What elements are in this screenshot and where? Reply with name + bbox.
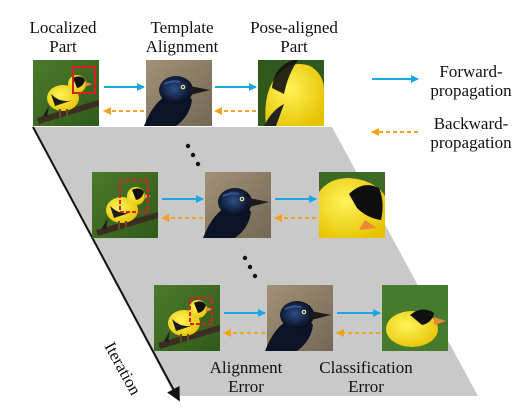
legend-backward-label: Backward-propagation (430, 114, 512, 152)
localization-box (72, 66, 96, 94)
row3-template-image (264, 284, 334, 352)
ellipsis-dots-lower (242, 255, 258, 279)
row1-pose-image (258, 60, 324, 126)
row2-localized-image (92, 172, 158, 238)
legend-forward-label: Forward-propagation (430, 62, 512, 100)
localization-box (119, 179, 149, 213)
row2-template-image (202, 171, 272, 239)
row3-localized-image (154, 285, 220, 351)
row1-localized-image (33, 60, 99, 126)
row1-template-image (143, 59, 213, 127)
iteration-axis-label: Iteration (101, 339, 146, 399)
iteration-panel (33, 127, 478, 396)
ellipsis-dots-upper (185, 143, 201, 167)
row3-pose-image (382, 285, 448, 351)
iteration-axis-arrow (32, 126, 180, 402)
row2-pose-image (319, 172, 385, 238)
